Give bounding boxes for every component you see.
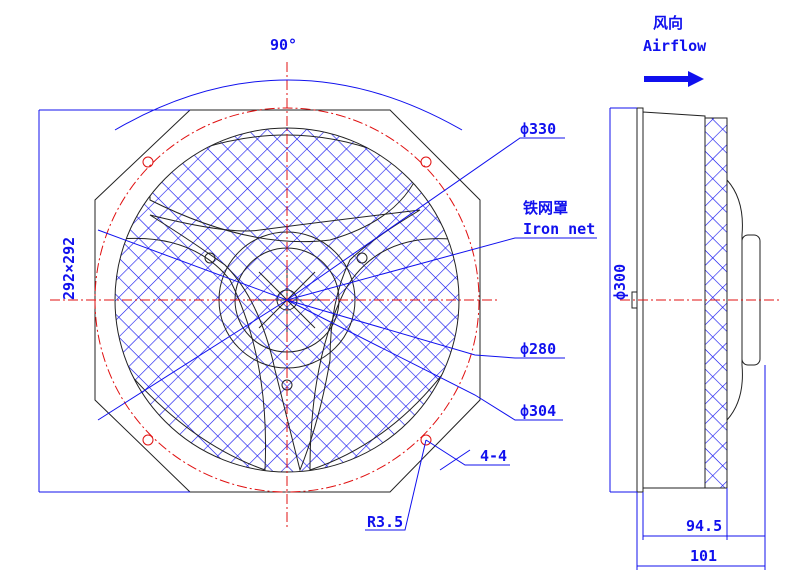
angle-label: 90° bbox=[270, 36, 297, 54]
airflow-arrow-icon bbox=[644, 71, 704, 87]
mounting-holes bbox=[142, 156, 432, 446]
airflow-indicator: 风向 Airflow bbox=[643, 14, 707, 87]
airflow-en-label: Airflow bbox=[643, 37, 707, 55]
mounting-plate bbox=[94, 109, 481, 493]
airflow-cn-label: 风向 bbox=[653, 14, 683, 32]
dia-300-label: ф300 bbox=[611, 264, 629, 300]
motor-bracket bbox=[149, 209, 421, 472]
dia-330-label: ф330 bbox=[520, 120, 556, 138]
side-grill bbox=[704, 117, 728, 489]
iron-net-en-label: Iron net bbox=[523, 220, 595, 238]
depth-94-5-label: 94.5 bbox=[686, 517, 722, 535]
side-view: ф300 94.5 101 bbox=[609, 107, 780, 570]
angle-arc bbox=[114, 79, 463, 131]
depth-101-label: 101 bbox=[690, 547, 717, 565]
dia-280-label: ф280 bbox=[520, 340, 556, 358]
iron-net-cn-label: 铁网罩 bbox=[523, 199, 568, 217]
front-view: 90° ф330 铁网罩 Iron net ф280 ф304 4-4 R3.5… bbox=[38, 36, 597, 531]
holes-label: 4-4 bbox=[480, 447, 507, 465]
fan-blades bbox=[115, 134, 459, 471]
dia-304-label: ф304 bbox=[520, 402, 556, 420]
size-label: 292×292 bbox=[60, 237, 78, 300]
radius-label: R3.5 bbox=[367, 513, 403, 531]
